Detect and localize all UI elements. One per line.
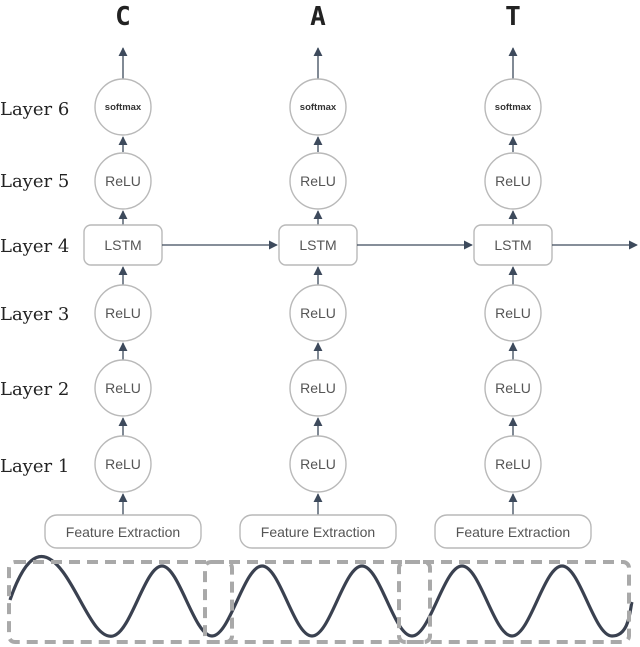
sine-wave <box>8 555 634 638</box>
feature-extraction-box: Feature Extraction <box>44 514 202 549</box>
relu-label: ReLU <box>495 456 531 472</box>
lstm-label: LSTM <box>494 237 531 253</box>
feature-extraction-box: Feature Extraction <box>434 514 592 549</box>
feature-extraction-label: Feature Extraction <box>66 524 180 540</box>
relu-node-layer-2: ReLU <box>94 359 152 417</box>
frame-window-2 <box>203 560 432 644</box>
relu-node-layer-3: ReLU <box>484 284 542 342</box>
layer-labels: Layer 6 Layer 5 Layer 4 Layer 3 Layer 2 … <box>0 99 69 477</box>
relu-label: ReLU <box>105 456 141 472</box>
lstm-label: LSTM <box>299 237 336 253</box>
lstm-node: LSTM <box>83 224 163 266</box>
relu-node-layer-2: ReLU <box>289 359 347 417</box>
lstm-node: LSTM <box>278 224 358 266</box>
softmax-node: softmax <box>289 78 347 136</box>
softmax-label: softmax <box>300 102 337 113</box>
relu-label: ReLU <box>300 456 336 472</box>
feature-extraction-label: Feature Extraction <box>456 524 570 540</box>
feature-extraction-box: Feature Extraction <box>239 514 397 549</box>
relu-label: ReLU <box>495 305 531 321</box>
relu-node-layer-5: ReLU <box>289 152 347 210</box>
relu-node-layer-3: ReLU <box>94 284 152 342</box>
relu-node-layer-2: ReLU <box>484 359 542 417</box>
layer-label-6: Layer 6 <box>0 99 69 120</box>
relu-node-layer-5: ReLU <box>94 152 152 210</box>
relu-label: ReLU <box>105 173 141 189</box>
frame-window-3 <box>397 560 631 644</box>
output-letter-t: T <box>505 2 521 32</box>
layer-label-2: Layer 2 <box>0 379 69 400</box>
relu-node-layer-3: ReLU <box>289 284 347 342</box>
column-a: A softmax ReLU LSTM ReLU ReLU R <box>239 2 397 549</box>
layer-label-4: Layer 4 <box>0 236 69 257</box>
relu-label: ReLU <box>300 380 336 396</box>
output-letter-c: C <box>115 2 131 32</box>
relu-label: ReLU <box>495 380 531 396</box>
relu-label: ReLU <box>495 173 531 189</box>
softmax-node: softmax <box>94 78 152 136</box>
layer-label-1: Layer 1 <box>0 456 69 477</box>
output-letter-a: A <box>310 2 326 32</box>
lstm-label: LSTM <box>104 237 141 253</box>
relu-label: ReLU <box>105 380 141 396</box>
column-c: C softmax ReLU LSTM ReLU ReLU R <box>44 2 202 549</box>
feature-extraction-label: Feature Extraction <box>261 524 375 540</box>
relu-node-layer-1: ReLU <box>484 435 542 493</box>
relu-label: ReLU <box>300 173 336 189</box>
softmax-label: softmax <box>105 102 142 113</box>
lstm-node: LSTM <box>473 224 553 266</box>
relu-node-layer-1: ReLU <box>94 435 152 493</box>
waveform <box>8 555 634 638</box>
layer-label-5: Layer 5 <box>0 171 69 192</box>
softmax-node: softmax <box>484 78 542 136</box>
relu-label: ReLU <box>300 305 336 321</box>
relu-label: ReLU <box>105 305 141 321</box>
frame-windows <box>7 560 631 644</box>
relu-node-layer-5: ReLU <box>484 152 542 210</box>
layer-label-3: Layer 3 <box>0 304 69 325</box>
column-t: T softmax ReLU LSTM ReLU ReLU R <box>434 2 592 549</box>
softmax-label: softmax <box>495 102 532 113</box>
relu-node-layer-1: ReLU <box>289 435 347 493</box>
frame-window-1 <box>7 560 234 644</box>
